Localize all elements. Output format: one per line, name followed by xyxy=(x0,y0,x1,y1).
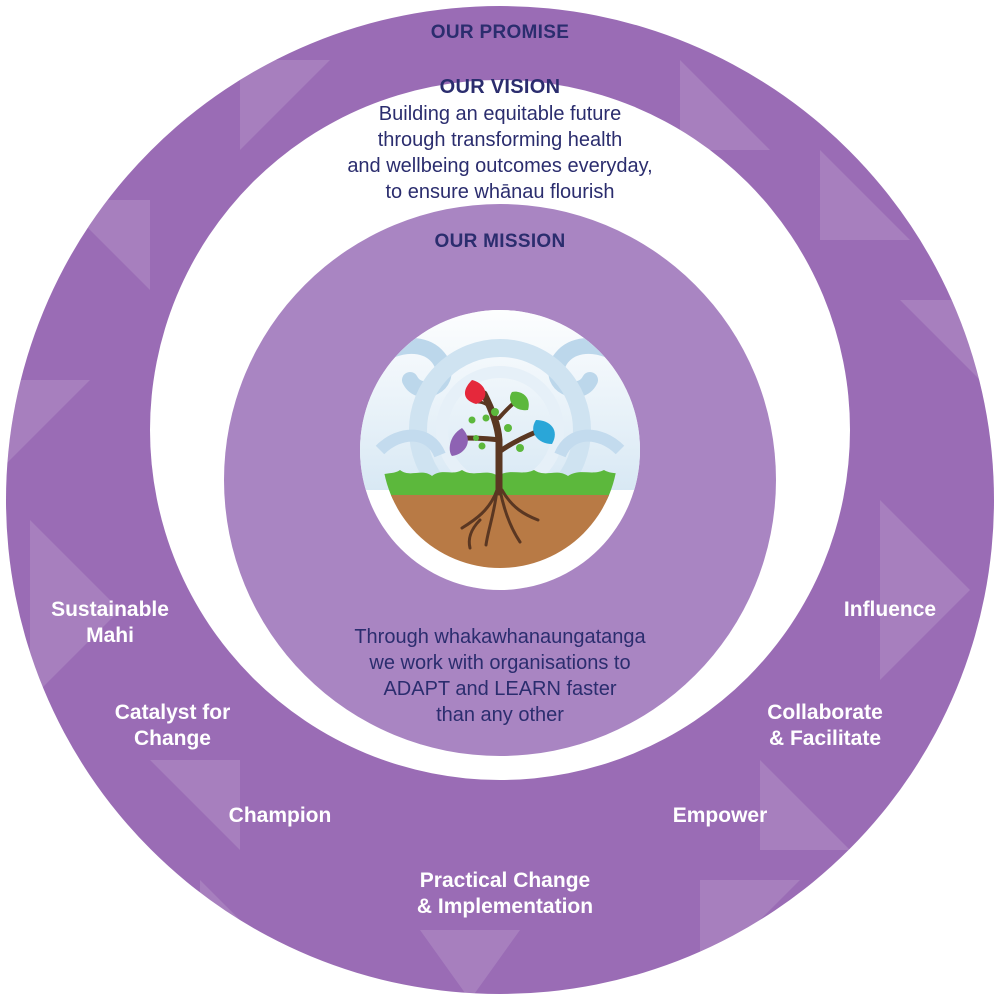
value-sustainable-mahi: Sustainable Mahi xyxy=(51,598,169,647)
value-practical-change: Practical Change & Implementation xyxy=(416,869,594,918)
value-empower: Empower xyxy=(672,804,768,827)
purple-leaf xyxy=(449,428,468,456)
mission-body: Through whakawhanaungatanga we work with… xyxy=(354,626,646,726)
value-champion: Champion xyxy=(228,804,332,827)
vision-title: OUR VISION xyxy=(439,76,561,98)
promise-title: OUR PROMISE xyxy=(430,22,570,43)
vision-body: Building an equitable future through tra… xyxy=(347,103,653,203)
red-leaf xyxy=(464,380,486,404)
blue-leaf xyxy=(533,420,555,444)
big-green-leaf xyxy=(509,391,529,411)
mission-title: OUR MISSION xyxy=(434,231,566,252)
value-influence: Influence xyxy=(843,598,937,621)
value-catalyst-for-change: Catalyst for Change xyxy=(114,701,231,750)
value-collaborate-facilitate: Collaborate & Facilitate xyxy=(767,701,883,750)
